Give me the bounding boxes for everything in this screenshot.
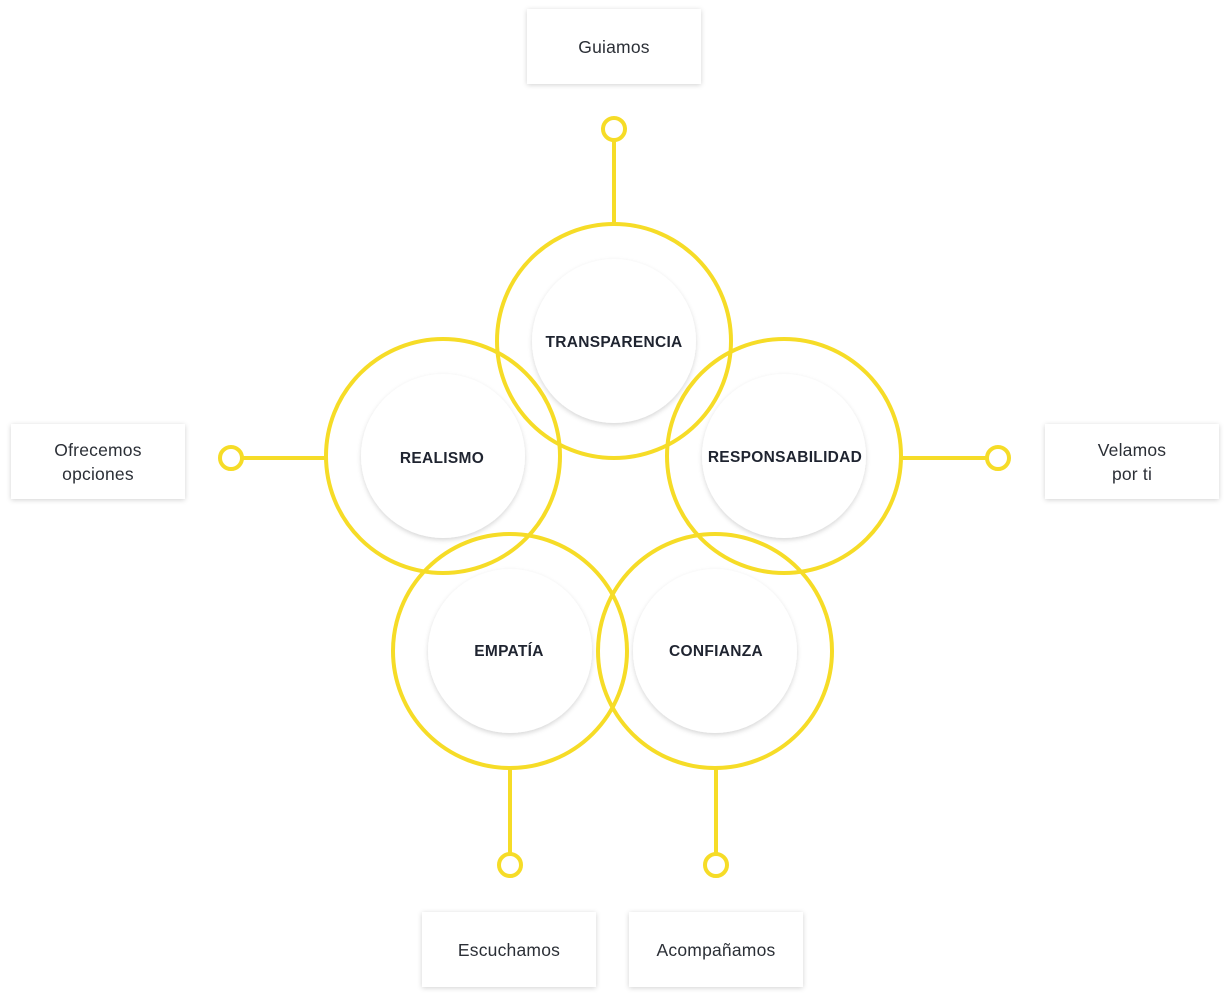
inner-circle-empatia [428, 569, 592, 733]
action-box-velamos-por-ti: Velamos por ti [1045, 424, 1219, 499]
action-label-guiamos: Guiamos [578, 36, 650, 57]
value-label-responsabilidad: RESPONSABILIDAD [708, 449, 862, 466]
action-label-ofrecemos-opciones: Ofrecemos opciones [54, 439, 142, 484]
action-label-escuchamos: Escuchamos [457, 939, 561, 960]
action-label-velamos-por-ti: Velamos por ti [1097, 439, 1167, 484]
inner-circle-transparencia [532, 259, 696, 423]
action-box-acompanamos: Acompañamos [629, 912, 803, 987]
inner-circle-responsabilidad [702, 374, 866, 538]
connector-dot-empatia [497, 852, 523, 878]
action-label-acompanamos: Acompañamos [656, 939, 776, 960]
action-box-guiamos: Guiamos [527, 9, 701, 84]
connector-dots [218, 116, 1011, 878]
inner-circle-realismo [361, 374, 525, 538]
connector-dot-responsabilidad [985, 445, 1011, 471]
connector-dot-realismo [218, 445, 244, 471]
value-label-realismo: REALISMO [400, 450, 484, 467]
connector-lines [243, 141, 986, 853]
inner-circle-confianza [633, 569, 797, 733]
value-label-empatia: EMPATÍA [474, 643, 544, 660]
ring-transparencia [495, 222, 733, 460]
value-labels: TRANSPARENCIA REALISMO RESPONSABILIDAD E… [400, 334, 862, 660]
action-box-ofrecemos-opciones: Ofrecemos opciones [11, 424, 185, 499]
ring-responsabilidad [665, 337, 903, 575]
connector-dot-transparencia [601, 116, 627, 142]
ring-confianza [596, 532, 834, 770]
value-label-transparencia: TRANSPARENCIA [545, 334, 682, 351]
connector-dot-confianza [703, 852, 729, 878]
value-inner-circles [361, 259, 866, 733]
value-label-confianza: CONFIANZA [669, 643, 763, 660]
action-box-escuchamos: Escuchamos [422, 912, 596, 987]
ring-empatia [391, 532, 629, 770]
ring-realismo [324, 337, 562, 575]
value-rings [324, 222, 903, 770]
